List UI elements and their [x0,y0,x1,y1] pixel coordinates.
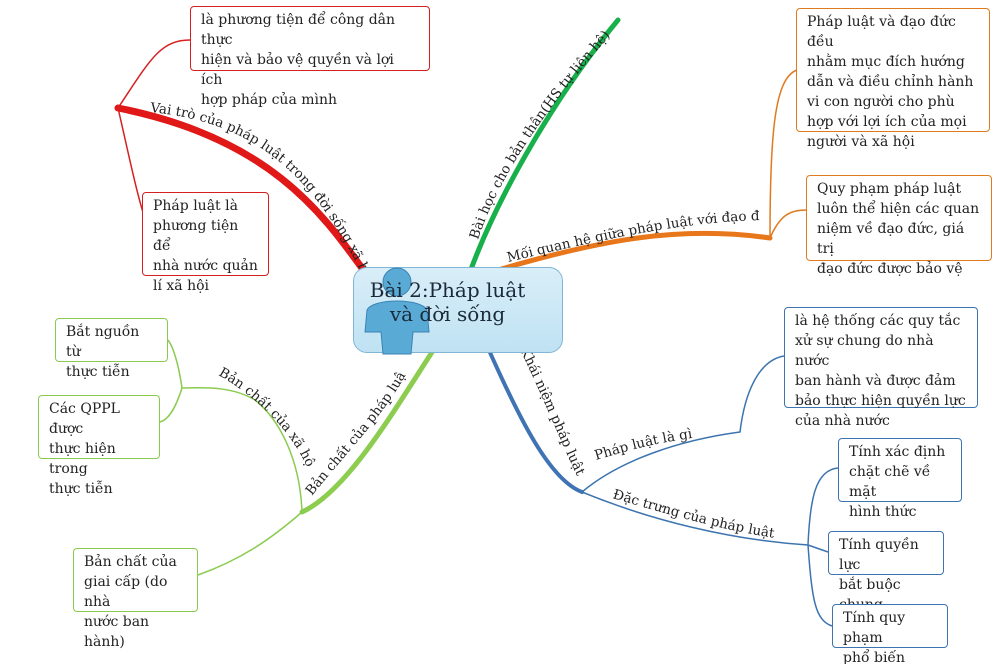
features-line [581,491,809,546]
relation-item-1: Pháp luật và đạo đức đều nhằm mục đích h… [796,8,990,150]
features-connector-line [807,467,839,627]
essence-branch-line [299,337,443,515]
social-connector-line [159,339,183,423]
relation-branch-line [495,230,773,273]
feature-item-3: Tính quy phạm phổ biến [832,604,948,664]
central-topic-title: Bài 2:Pháp luật và đời sống [369,278,526,326]
concept-branch-line [486,346,584,494]
class-line [197,511,303,576]
role-item-2: Pháp luật là phương tiện để nhà nước quả… [142,192,269,294]
role-branch-line [114,104,376,286]
concept-branch-label: Khái niệm pháp luật [516,345,588,479]
feature-item-1: Tính xác định chặt chẽ về mặt hình thức [838,438,962,520]
feature-item-2: Tính quyền lực bắt buộc chung [828,531,944,613]
lesson-branch-line [467,17,621,275]
class-item: Bản chất của giai cấp (do nhà nước ban h… [73,548,198,650]
social-line [181,387,303,513]
social-item-2: Các QPPL được thực hiện trong thực tiễn [38,395,160,497]
relation-item-2: Quy phạm pháp luật luôn thể hiện các qua… [806,175,992,277]
relation-connector-line [769,69,807,239]
what-line [581,355,785,493]
social-item-1: Bắt nguồn từ thực tiễn [55,318,168,380]
role-item-1: là phương tiện để công dân thực hiện và … [190,6,430,108]
person-icon [364,267,430,355]
features-branch-label: Đặc trưng của pháp luật [611,487,776,542]
concept-what-item: là hệ thống các quy tắc xử sự chung do n… [784,307,978,429]
